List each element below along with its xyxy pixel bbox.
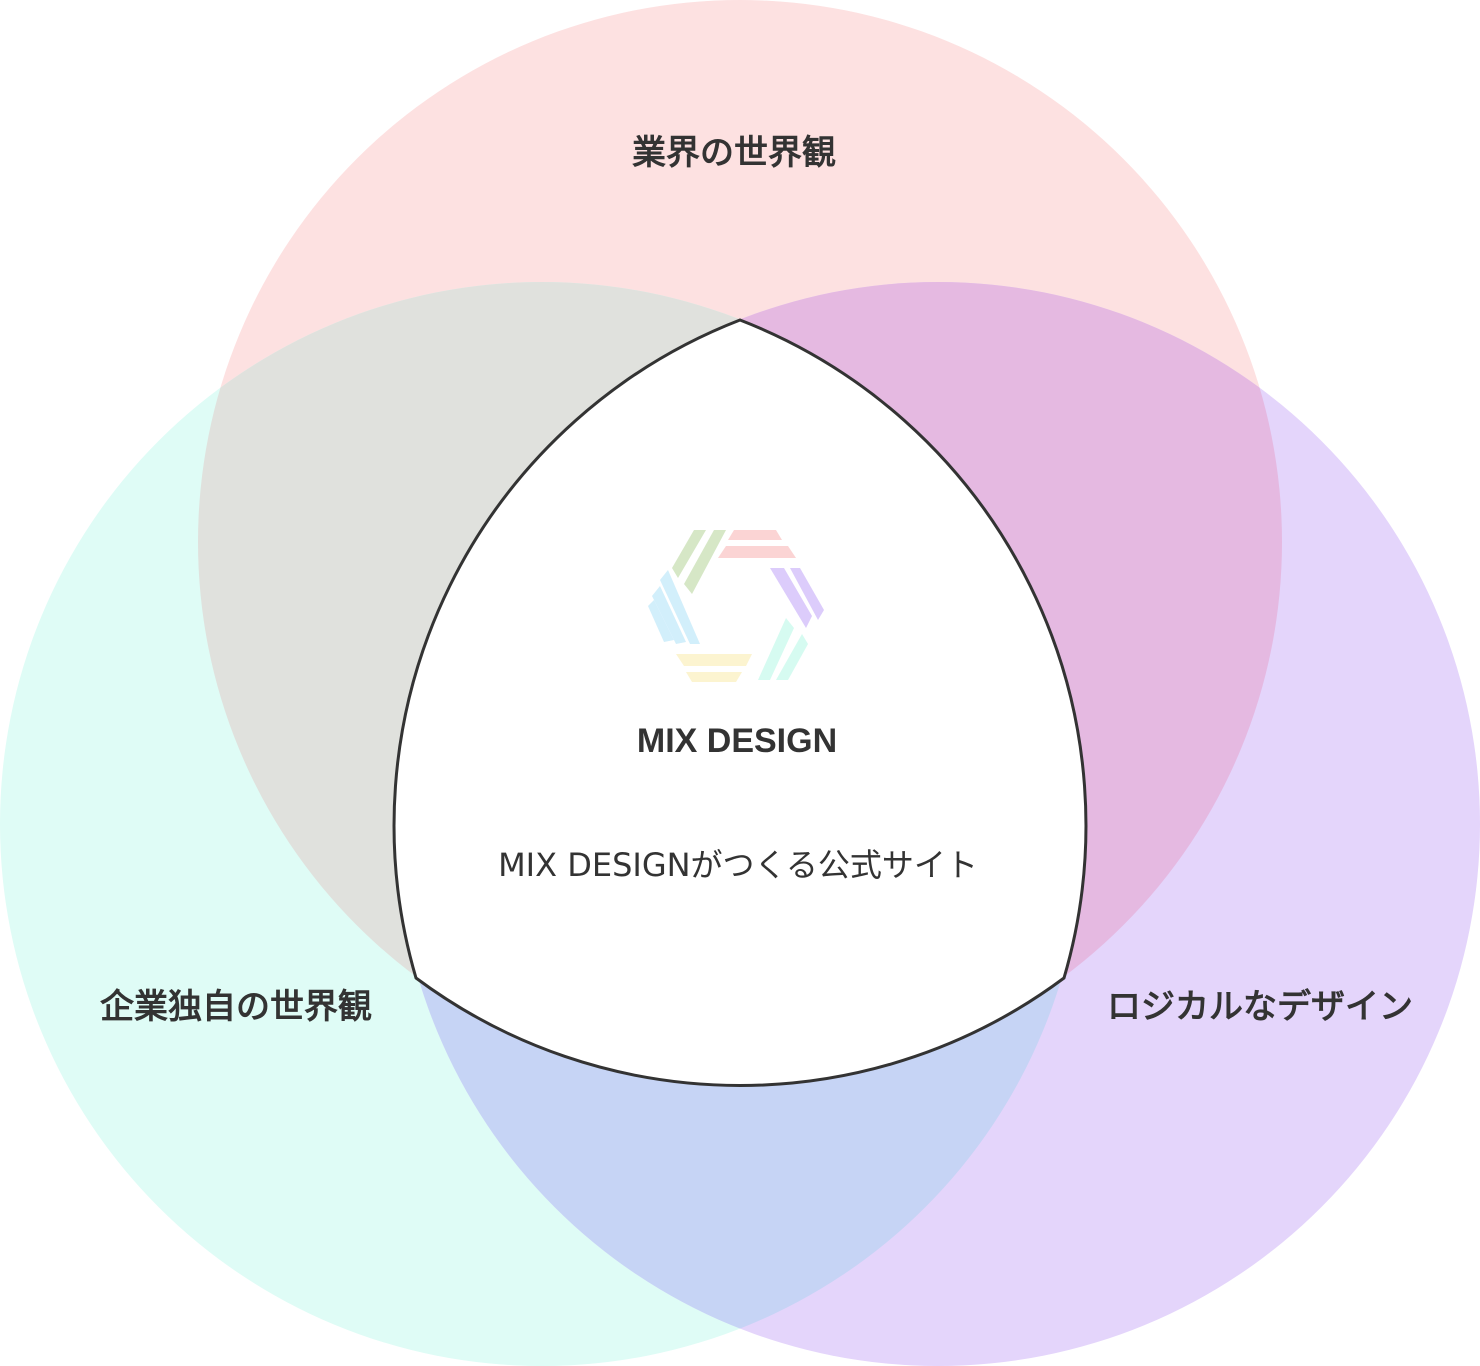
label-logical-design: ロジカルなデザイン bbox=[1107, 987, 1413, 1027]
label-industry-worldview: 業界の世界観 bbox=[632, 133, 836, 173]
center-region bbox=[392, 318, 1088, 1088]
center-title: MIX DESIGN bbox=[637, 722, 837, 760]
mix-design-logo-icon bbox=[648, 530, 824, 682]
label-company-worldview: 企業独自の世界観 bbox=[100, 987, 372, 1027]
center-tagline: MIX DESIGNがつくる公式サイト bbox=[498, 846, 978, 884]
